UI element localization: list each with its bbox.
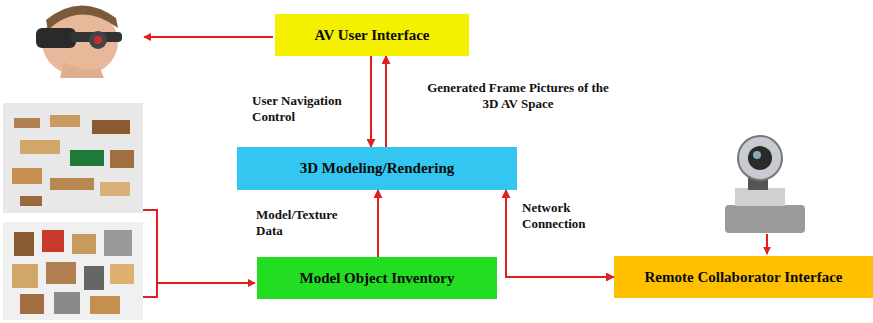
edge-label: Generated Frame Pictures of the 3D AV Sp… xyxy=(418,80,618,112)
webcam-arrow xyxy=(766,234,768,254)
process-box: 3D Modeling/Rendering xyxy=(237,147,517,190)
edge-label: Network Connection xyxy=(522,200,604,232)
box-label: AV User Interface xyxy=(315,27,430,44)
connector-arrow xyxy=(385,56,387,147)
headset-user xyxy=(36,5,122,78)
edge-label: User Navigation Control xyxy=(252,93,360,125)
box-label: Model Object Inventory xyxy=(300,270,455,287)
furniture-images xyxy=(3,103,143,320)
box-label: 3D Modeling/Rendering xyxy=(300,160,455,177)
inventory-feed-arrow xyxy=(143,210,255,283)
connector-arrow xyxy=(370,56,372,147)
box-label: Remote Collaborator Interface xyxy=(645,269,843,286)
interface-box: AV User Interface xyxy=(275,14,469,56)
inventory-feed-line xyxy=(143,283,157,297)
edge-label: Model/Texture Data xyxy=(256,207,356,239)
interface-box: Remote Collaborator Interface xyxy=(614,256,873,298)
webcam xyxy=(725,136,805,233)
headset-arrow xyxy=(144,36,273,38)
connector-arrow xyxy=(377,190,379,257)
connector-arrow xyxy=(506,190,614,277)
inventory-box: Model Object Inventory xyxy=(257,257,497,299)
